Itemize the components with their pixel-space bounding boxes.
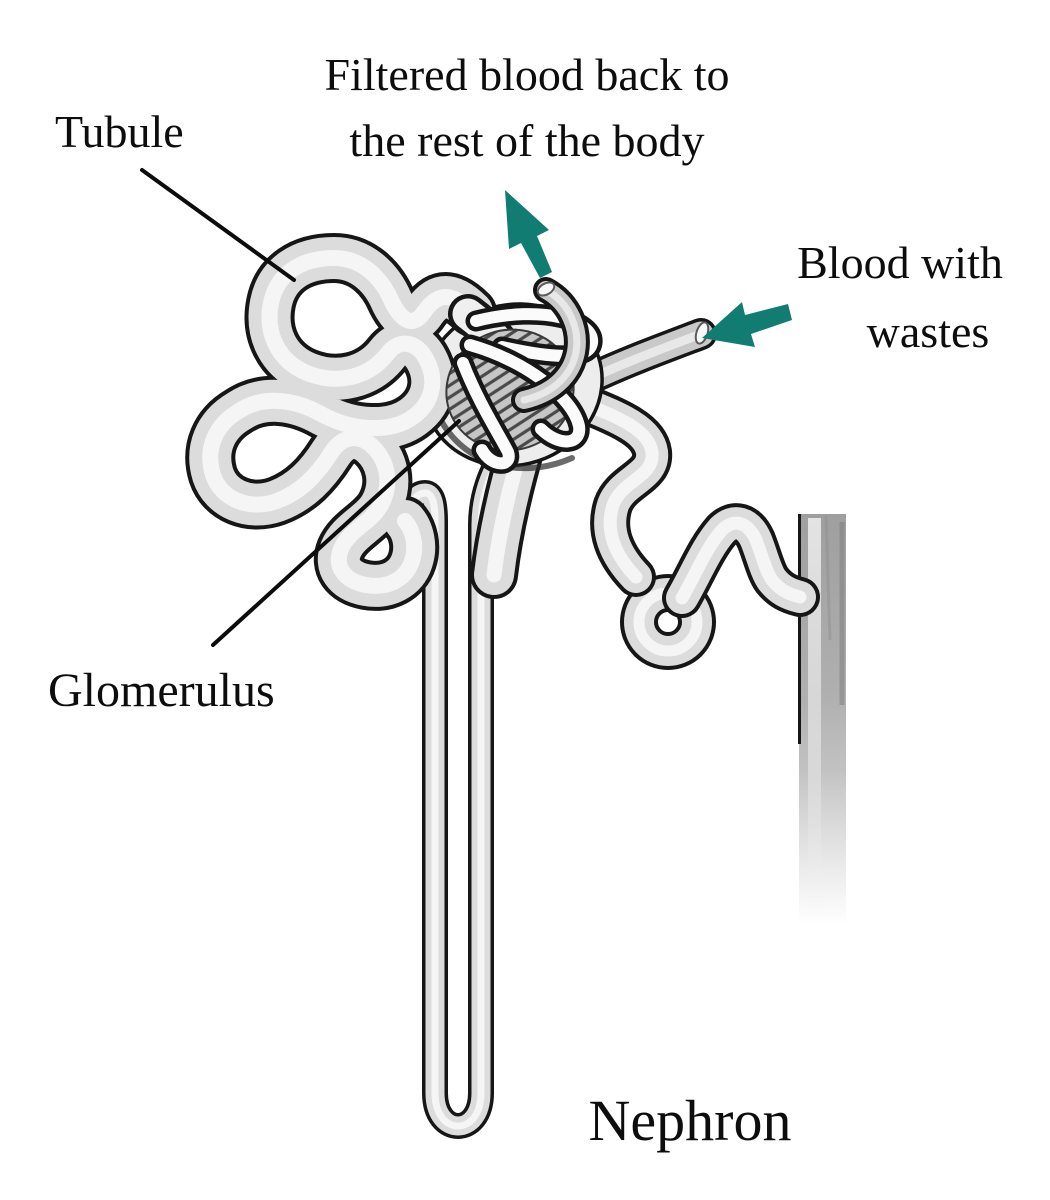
tubule-leader-line [140, 168, 296, 282]
efferent-vessel [511, 277, 590, 413]
label-blood-wastes-line1: Blood with [797, 237, 1003, 288]
label-tubule: Tubule [55, 106, 184, 157]
diagram-title: Nephron [589, 1088, 792, 1153]
glomerulus-leader-line [211, 419, 461, 647]
capillary-loops [452, 303, 603, 474]
blood-wastes-arrow-icon [702, 302, 792, 347]
label-filtered-blood-line2: the rest of the body [349, 115, 704, 166]
vessel-open-tip [536, 281, 556, 297]
filtered-blood-arrow-icon [505, 190, 552, 278]
collecting-duct [798, 514, 846, 926]
glomerulus-tuft [445, 303, 603, 474]
label-blood-wastes-line2: wastes [867, 306, 990, 357]
label-filtered-blood-line1: Filtered blood back to [325, 49, 730, 100]
distal-tubule [546, 376, 820, 670]
label-glomerulus: Glomerulus [48, 664, 275, 717]
